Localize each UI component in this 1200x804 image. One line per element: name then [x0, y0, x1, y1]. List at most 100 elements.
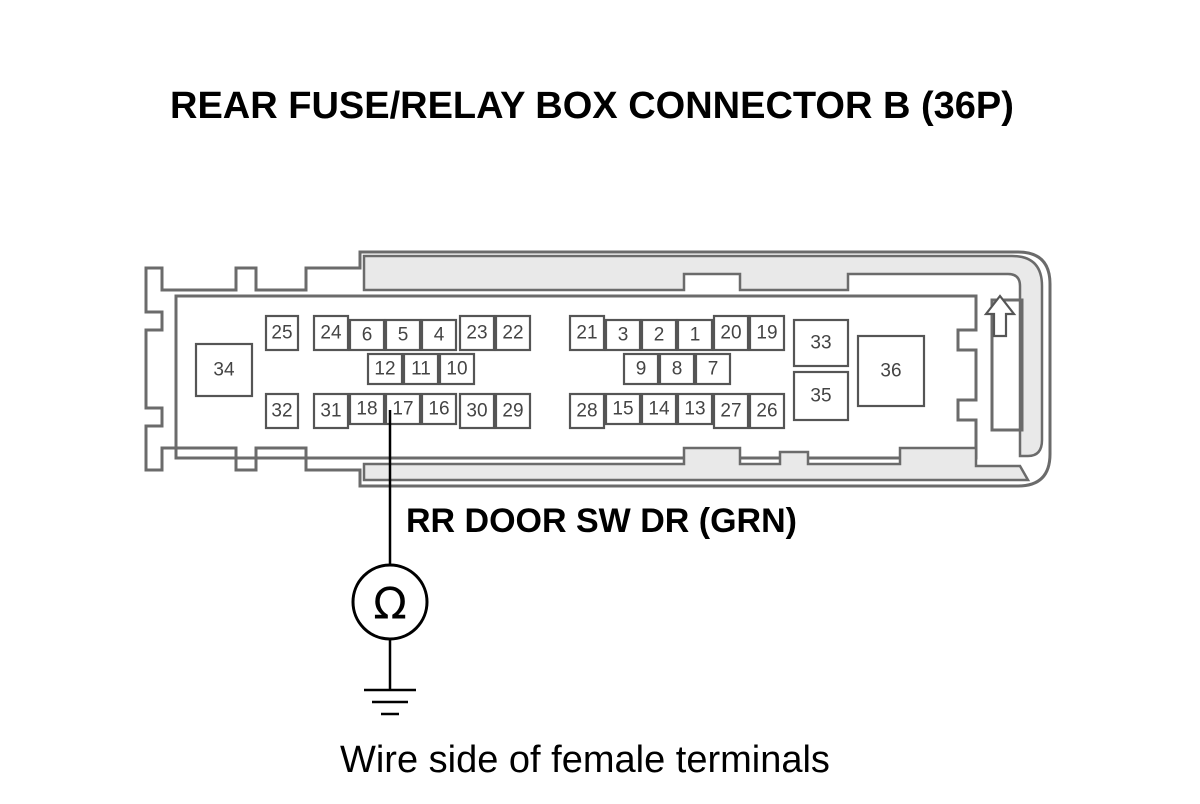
- terminal-13: 13: [676, 392, 714, 426]
- wire-label: RR DOOR SW DR (GRN): [406, 502, 797, 540]
- terminal-number: 6: [362, 325, 373, 346]
- terminal-box: [658, 352, 696, 386]
- terminal-box: [264, 314, 300, 352]
- terminal-1: 1: [676, 318, 714, 352]
- terminal-number: 33: [810, 333, 831, 354]
- terminal-17: 17: [384, 392, 422, 426]
- terminal-number: 29: [502, 401, 523, 422]
- terminal-box: [676, 392, 714, 426]
- terminal-4: 4: [420, 318, 458, 352]
- terminal-number: 4: [434, 325, 445, 346]
- terminal-22: 22: [494, 314, 532, 352]
- terminal-10: 10: [438, 352, 476, 386]
- terminal-35: 35: [792, 370, 850, 422]
- terminal-number: 12: [374, 359, 395, 380]
- top-rail: [362, 254, 1044, 458]
- terminal-box: [194, 342, 254, 398]
- terminal-23: 23: [458, 314, 496, 352]
- terminal-number: 27: [720, 401, 741, 422]
- terminal-number: 26: [756, 401, 777, 422]
- terminal-number: 34: [213, 360, 235, 381]
- up-arrow-icon: [983, 294, 1017, 338]
- housing-outline: [144, 250, 1052, 488]
- ohmmeter-icon: Ω: [351, 563, 429, 641]
- terminal-number: 35: [810, 386, 831, 407]
- terminal-number: 8: [672, 359, 683, 380]
- terminal-box: [604, 318, 642, 352]
- terminal-number: 28: [576, 401, 597, 422]
- terminal-25: 25: [264, 314, 300, 352]
- terminal-box: [402, 352, 440, 386]
- ground-icon: [364, 688, 416, 716]
- terminal-box: [458, 314, 496, 352]
- terminal-number: 31: [320, 401, 341, 422]
- terminal-33: 33: [792, 318, 850, 368]
- terminal-18: 18: [348, 392, 386, 426]
- terminal-box: [438, 352, 476, 386]
- terminal-12: 12: [366, 352, 404, 386]
- terminal-30: 30: [458, 392, 496, 430]
- terminal-24: 24: [312, 314, 350, 352]
- terminal-number: 22: [502, 323, 523, 344]
- terminal-box: [748, 314, 786, 352]
- terminal-box: [676, 318, 714, 352]
- terminal-7: 7: [694, 352, 732, 386]
- terminal-3: 3: [604, 318, 642, 352]
- terminal-box: [420, 392, 458, 426]
- terminal-21: 21: [568, 314, 606, 352]
- terminal-number: 13: [684, 399, 705, 420]
- terminal-number: 10: [446, 359, 467, 380]
- terminal-number: 9: [636, 359, 647, 380]
- terminal-28: 28: [568, 392, 606, 430]
- terminal-number: 1: [690, 325, 701, 346]
- terminal-box: [568, 314, 606, 352]
- right-end-slot: [990, 298, 1024, 432]
- terminal-box: [856, 334, 926, 408]
- connector-housing: [144, 250, 1052, 488]
- terminal-box: [604, 392, 642, 426]
- terminal-36: 36: [856, 334, 926, 408]
- terminal-11: 11: [402, 352, 440, 386]
- terminal-number: 21: [576, 323, 597, 344]
- terminal-box: [712, 392, 750, 430]
- terminal-box: [792, 370, 850, 422]
- terminal-number: 17: [392, 399, 413, 420]
- footer-caption: Wire side of female terminals: [340, 739, 830, 781]
- terminal-number: 15: [612, 399, 633, 420]
- terminal-box: [494, 392, 532, 430]
- terminal-box: [312, 392, 350, 430]
- terminal-number: 30: [466, 401, 487, 422]
- terminal-26: 26: [748, 392, 786, 430]
- terminal-box: [264, 392, 300, 430]
- terminal-number: 25: [271, 323, 292, 344]
- terminal-number: 24: [320, 323, 342, 344]
- terminal-5: 5: [384, 318, 422, 352]
- terminal-box: [420, 318, 458, 352]
- terminal-box: [640, 392, 678, 426]
- diagram-title: REAR FUSE/RELAY BOX CONNECTOR B (36P): [170, 85, 1014, 127]
- terminal-number: 11: [411, 359, 431, 380]
- terminal-box: [792, 318, 850, 368]
- terminal-number: 23: [466, 323, 487, 344]
- terminal-box: [348, 392, 386, 426]
- ohm-symbol: Ω: [373, 579, 407, 630]
- terminal-box: [458, 392, 496, 430]
- terminal-box: [748, 392, 786, 430]
- terminal-number: 19: [756, 323, 777, 344]
- terminal-box: [366, 352, 404, 386]
- terminal-31: 31: [312, 392, 350, 430]
- terminal-box: [568, 392, 606, 430]
- bottom-rail: [362, 446, 1031, 482]
- terminal-box: [694, 352, 732, 386]
- terminal-box: [622, 352, 660, 386]
- terminal-2: 2: [640, 318, 678, 352]
- terminal-number: 2: [654, 325, 665, 346]
- terminal-number: 16: [428, 399, 449, 420]
- terminal-number: 3: [618, 325, 629, 346]
- terminal-number: 32: [271, 401, 292, 422]
- terminal-16: 16: [420, 392, 458, 426]
- terminal-29: 29: [494, 392, 532, 430]
- terminal-box: [640, 318, 678, 352]
- terminal-15: 15: [604, 392, 642, 426]
